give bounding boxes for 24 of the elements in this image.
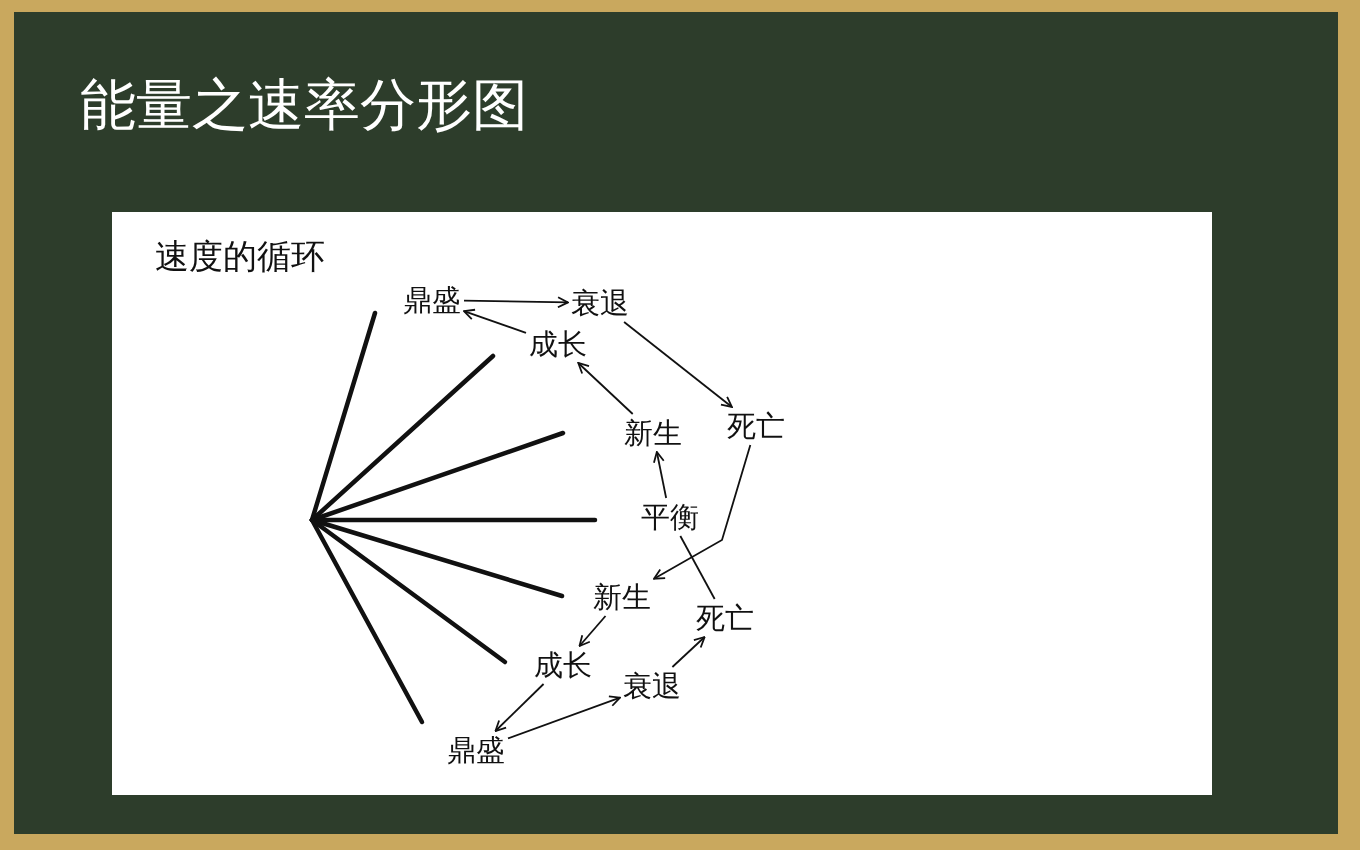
stage-label: 新生 — [593, 580, 651, 614]
arrow — [671, 636, 706, 668]
arrow — [494, 683, 545, 732]
arrow — [463, 296, 569, 309]
stage-label: 新生 — [624, 416, 682, 450]
arrow — [577, 362, 634, 415]
arrow — [507, 695, 621, 740]
arrow — [653, 444, 752, 580]
heading-label: 速度的循环 — [155, 236, 325, 276]
stage-label: 死亡 — [727, 409, 785, 443]
arrow — [623, 321, 733, 408]
stage-label: 死亡 — [696, 601, 754, 635]
stage-label: 衰退 — [623, 669, 681, 703]
connector-line — [679, 535, 716, 600]
stage-label: 鼎盛 — [447, 733, 505, 767]
stage-label: 平衡 — [641, 500, 699, 534]
stage-label: 衰退 — [571, 286, 629, 320]
title: 能量之速率分形图 — [80, 71, 528, 139]
stage-label: 鼎盛 — [403, 283, 461, 317]
stage-label: 成长 — [534, 648, 592, 682]
arrow — [463, 308, 527, 334]
arrow — [578, 615, 607, 647]
arrow — [653, 451, 668, 499]
stage-label: 成长 — [529, 327, 587, 361]
